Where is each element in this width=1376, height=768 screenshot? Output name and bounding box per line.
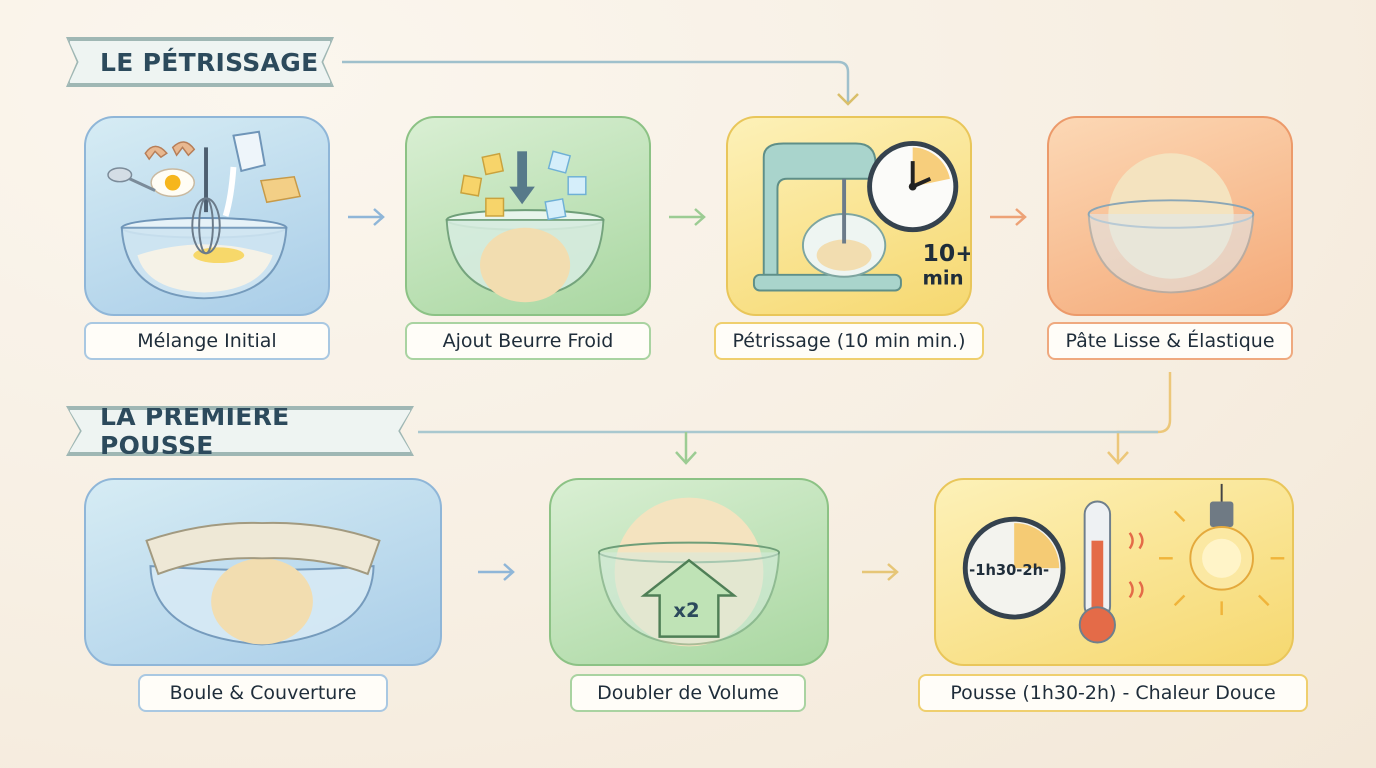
multiplier-badge: x2: [673, 599, 699, 622]
step-label-ajout-beurre-froid: Ajout Beurre Froid: [405, 322, 651, 360]
smooth-dough-icon: [1087, 153, 1255, 294]
connector-section1-arrowhead: [837, 93, 859, 106]
connector-step4-down: [1116, 372, 1172, 462]
step-label-pate-lisse: Pâte Lisse & Élastique: [1047, 322, 1293, 360]
duration-badge: -1h30-2h-: [969, 562, 1049, 579]
step-card-petrissage: 10+ min: [726, 116, 972, 316]
mixing-bowl-icon: [107, 130, 302, 300]
arrow-step6-step7: [862, 563, 899, 581]
section-title-petrissage: LE PÉTRISSAGE: [68, 39, 332, 85]
warm-proof-icon: -1h30-2h-: [962, 483, 1285, 644]
step-card-melange-initial: [84, 116, 330, 316]
step-label-doubler-volume: Doubler de Volume: [570, 674, 806, 712]
step-card-pate-lisse: [1047, 116, 1293, 316]
svg-text:min: min: [923, 267, 964, 290]
arrow-step5-step6: [478, 563, 515, 581]
cold-butter-icon: [445, 150, 605, 303]
stand-mixer-icon: 10+ min: [752, 141, 971, 292]
step-label-pousse: Pousse (1h30-2h) - Chaleur Douce: [918, 674, 1308, 712]
step-label-petrissage: Pétrissage (10 min min.): [714, 322, 984, 360]
step-card-boule-couverture: [84, 478, 442, 666]
duration-badge: 10+: [923, 239, 971, 267]
connector-section1: [342, 60, 850, 104]
step-card-pousse: -1h30-2h-: [934, 478, 1294, 666]
dough-rising-icon: x2: [597, 497, 781, 647]
section-title-premiere-pousse: LA PREMIÈRE POUSSE: [68, 408, 412, 454]
covered-bowl-icon: [145, 521, 381, 646]
arrow-step1-step2: [348, 208, 385, 226]
step-label-melange-initial: Mélange Initial: [84, 322, 330, 360]
step-label-boule-couverture: Boule & Couverture: [138, 674, 388, 712]
arrow-step3-step4: [990, 208, 1027, 226]
arrow-step2-step3: [669, 208, 706, 226]
step-card-doubler-volume: x2: [549, 478, 829, 666]
step-card-ajout-beurre-froid: [405, 116, 651, 316]
